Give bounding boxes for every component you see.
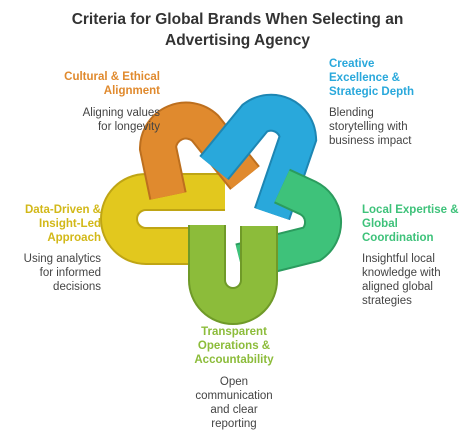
label-data-driven: Data-Driven & Insight-Led Approach: [24, 204, 101, 244]
label-local: Local Expertise & Global Coordination: [362, 204, 459, 244]
loop-local: [235, 168, 343, 281]
title-line-1: Criteria for Global Brands When Selectin…: [71, 11, 404, 28]
loop-creative: [199, 93, 318, 221]
diagram-title: Criteria for Global Brands When Selectin…: [0, 9, 475, 51]
loop-data-driven: [100, 173, 225, 265]
loop-transparent: [188, 225, 278, 325]
desc-cultural: Aligning values for longevity: [82, 107, 160, 133]
loop-cultural: [138, 101, 260, 200]
desc-local: Insightful local knowledge with aligned …: [362, 253, 441, 307]
desc-creative: Blending storytelling with business impa…: [329, 107, 412, 147]
title-line-2: Advertising Agency: [165, 32, 310, 49]
label-creative: Creative Excellence & Strategic Depth: [329, 58, 414, 98]
label-transparent: Transparent Operations & Accountability: [194, 326, 274, 366]
label-cultural: Cultural & Ethical Alignment: [64, 71, 160, 97]
desc-data-driven: Using analytics for informed decisions: [23, 253, 101, 293]
desc-transparent: Open communication and clear reporting: [195, 376, 273, 430]
